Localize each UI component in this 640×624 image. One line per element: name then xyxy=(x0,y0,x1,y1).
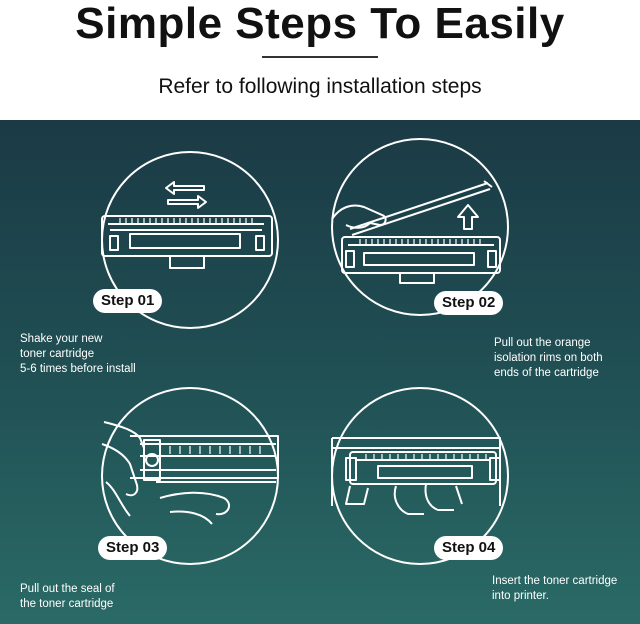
pull-seal-icon xyxy=(143,439,276,483)
printer-icon xyxy=(331,437,501,506)
toner-cartridge-icon xyxy=(101,215,273,269)
page-title: Simple Steps To Easily xyxy=(75,0,565,48)
isolation-strip-icon xyxy=(349,180,493,236)
step-01-caption: Shake your new toner cartridge 5-6 times… xyxy=(20,333,136,375)
step-04-illustration xyxy=(330,386,510,566)
toner-cartridge-icon xyxy=(341,236,501,284)
step-03-caption: Pull out the seal of the toner cartridge xyxy=(20,583,115,610)
step-02-illustration xyxy=(330,137,510,317)
page-subtitle: Refer to following installation steps xyxy=(158,75,482,98)
step-01-illustration xyxy=(100,150,280,330)
hand-icon xyxy=(331,204,387,229)
insert-cartridge-icon xyxy=(345,451,501,485)
title-divider xyxy=(262,56,378,58)
shake-arrows-icon xyxy=(165,181,207,209)
pull-up-arrow-icon xyxy=(457,204,479,230)
step-01-label: Step 01 xyxy=(93,289,163,313)
step-03-label: Step 03 xyxy=(98,536,168,560)
steps-panel: Step 01 Shake your new toner cartridge 5… xyxy=(0,120,640,624)
step-02-caption: Pull out the orange isolation rims on bo… xyxy=(494,337,603,379)
step-03-illustration xyxy=(100,386,280,566)
hand-icon xyxy=(345,483,463,515)
hand-icon xyxy=(101,421,231,525)
step-02-label: Step 02 xyxy=(434,291,504,315)
toner-cartridge-icon xyxy=(130,435,279,479)
step-04-label: Step 04 xyxy=(434,536,504,560)
step-04-caption: Insert the toner cartridge into printer. xyxy=(492,575,618,602)
